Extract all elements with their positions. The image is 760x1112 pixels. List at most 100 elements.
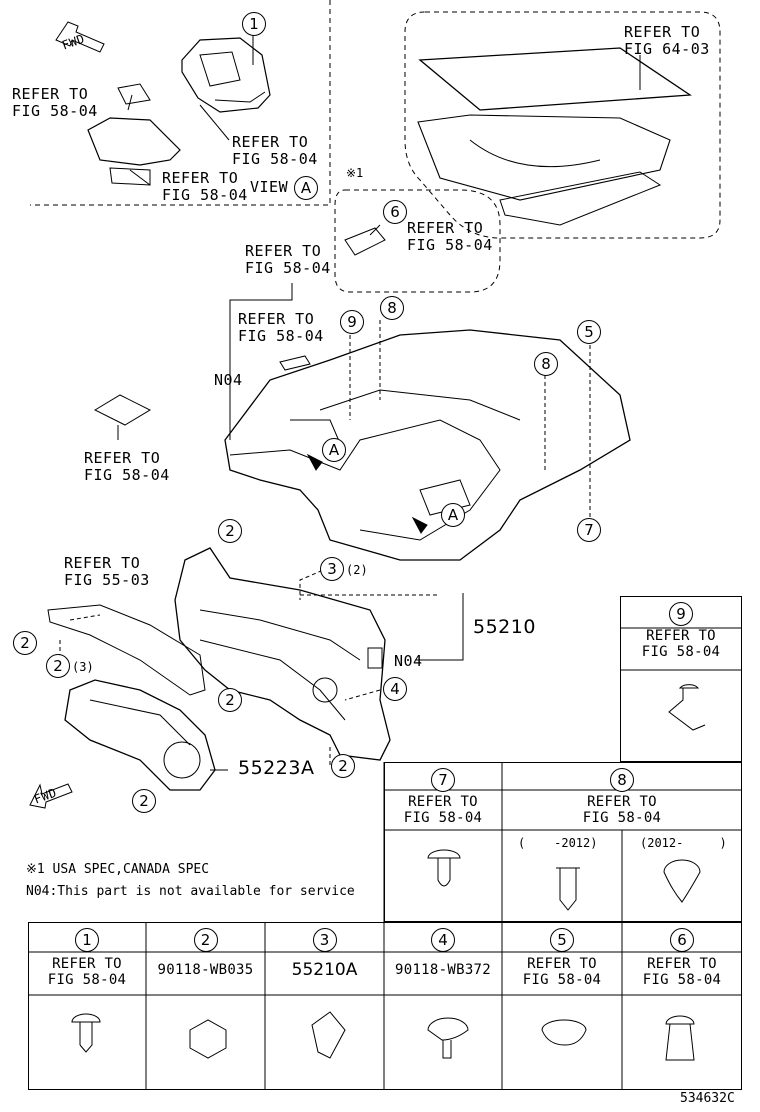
table-6-number: 6 (670, 928, 694, 952)
insulator-55223a (64, 679, 216, 791)
part-number-55210: 55210 (473, 616, 536, 638)
insulator-rib (89, 699, 191, 746)
clip-6-shape (665, 1015, 695, 1061)
cowl-pad (47, 604, 206, 696)
refer-58-04-e: REFER TO FIG 58-04 (245, 242, 331, 277)
clip-5-shape (541, 1019, 587, 1046)
table-8-sub-a: ( -2012) (518, 836, 598, 850)
table-7-number: 7 (431, 768, 455, 792)
callout-4: 4 (383, 677, 407, 701)
table-8-sub-b: (2012- ) (640, 836, 727, 850)
callout-a-left: A (322, 438, 346, 462)
table-part-9 (620, 596, 742, 762)
callout-5: 5 (577, 320, 601, 344)
callout-2-b: 2 (13, 631, 37, 655)
dash-silencer-rib2 (199, 639, 346, 721)
refer-58-04-f: REFER TO FIG 58-04 (238, 310, 324, 345)
dash-silencer-rib1 (199, 609, 361, 661)
refer-58-04-a: REFER TO FIG 58-04 (12, 85, 98, 120)
callout-9: 9 (340, 310, 364, 334)
callout-2-f: 2 (132, 789, 156, 813)
qty-3: (2) (346, 563, 368, 577)
note-n04: N04:This part is not available for servi… (26, 884, 355, 899)
mat-square (93, 394, 152, 426)
leader-3 (299, 564, 336, 600)
leader-n04-top (229, 283, 293, 440)
trunk-board (418, 47, 692, 111)
spec-note-mark: ※1 (346, 166, 364, 180)
view-label: VIEW (250, 178, 289, 196)
table-8-cell: 8 REFER TO FIG 58-04 ( -2012) (2012- ) (502, 762, 742, 922)
leader-6 (369, 224, 381, 236)
refer-55-03: REFER TO FIG 55-03 (64, 554, 150, 589)
dash-silencer-hole (312, 677, 338, 703)
dash-silencer-55210 (174, 547, 391, 761)
clip-9-shape (668, 684, 706, 731)
clip-3-shape (311, 1011, 346, 1059)
n04-label-mid: N04 (394, 652, 423, 670)
table-parts-1-6 (28, 922, 742, 1090)
table-5-value: REFER TO FIG 58-04 (522, 956, 602, 988)
table-4-cell: 4 90118-WB372 (384, 922, 502, 1090)
part-1-detail (199, 51, 241, 87)
table-4-value: 90118-WB372 (394, 962, 492, 978)
bracket-left-pad (109, 167, 151, 186)
table-3-value: 55210A (291, 960, 358, 980)
table-5-cell: 5 REFER TO FIG 58-04 (502, 922, 622, 1090)
part-number-55223a: 55223A (238, 757, 315, 779)
table-1-cell: 1 REFER TO FIG 58-04 (28, 922, 146, 1090)
arrow-a-left (306, 453, 323, 471)
leader-4 (344, 689, 381, 701)
table-parts-7-8 (384, 762, 742, 922)
callout-2-e: 2 (331, 754, 355, 778)
table-3-number: 3 (312, 928, 337, 952)
refer-58-04-d: REFER TO FIG 58-04 (407, 219, 493, 254)
floor-tunnel (319, 389, 521, 421)
callout-view-a: A (294, 176, 318, 200)
floor-pad-right (419, 479, 471, 516)
arrow-a-right (411, 516, 428, 534)
note-spec: ※1 USA SPEC,CANADA SPEC (26, 862, 210, 877)
trunk-tray-curve (469, 139, 601, 168)
callout-2-d: 2 (218, 688, 242, 712)
qty-2c: (3) (72, 660, 94, 674)
refer-58-04-c: REFER TO FIG 58-04 (162, 169, 248, 204)
leader-ref-a (199, 104, 230, 141)
part-6-bracket (344, 227, 386, 256)
part6-region-boundary (334, 189, 501, 293)
table-1-number: 1 (75, 928, 99, 952)
table-7-value: REFER TO FIG 58-04 (403, 794, 483, 826)
leader-ref-b (127, 94, 133, 111)
table-1-value: REFER TO FIG 58-04 (47, 956, 127, 988)
clip-4-shape (427, 1017, 469, 1059)
trunk-rail (499, 171, 662, 226)
trunk-tray (417, 114, 671, 201)
view-a-boundary (30, 0, 331, 206)
callout-8-mid: 8 (534, 352, 558, 376)
refer-64-03: REFER TO FIG 64-03 (624, 23, 710, 58)
part-1-edge (214, 91, 266, 103)
table-2-value: 90118-WB035 (157, 962, 254, 978)
table-9-number: 9 (669, 602, 693, 626)
callout-3: 3 (320, 557, 344, 581)
table-2-number: 2 (193, 928, 218, 952)
callout-1: 1 (242, 12, 266, 36)
table-9-value: REFER TO FIG 58-04 (641, 628, 721, 660)
callout-a-right: A (441, 503, 465, 527)
clip-8a-shape (556, 867, 580, 911)
table-7-cell: 7 REFER TO FIG 58-04 (384, 762, 502, 922)
refer-58-04-g: REFER TO FIG 58-04 (84, 449, 170, 484)
table-9-cell: 9 REFER TO FIG 58-04 (620, 596, 742, 756)
clip-8b-shape (663, 859, 701, 903)
callout-2-a: 2 (218, 519, 242, 543)
callout-7: 7 (577, 518, 601, 542)
table-3-cell: 3 55210A (265, 922, 384, 1090)
table-6-cell: 6 REFER TO FIG 58-04 (622, 922, 742, 1090)
leader-55210 (415, 593, 464, 661)
fwd-arrow-top (55, 21, 105, 53)
n04-label-top: N04 (214, 371, 243, 389)
table-4-number: 4 (431, 928, 455, 952)
clip-1-shape (71, 1013, 101, 1053)
